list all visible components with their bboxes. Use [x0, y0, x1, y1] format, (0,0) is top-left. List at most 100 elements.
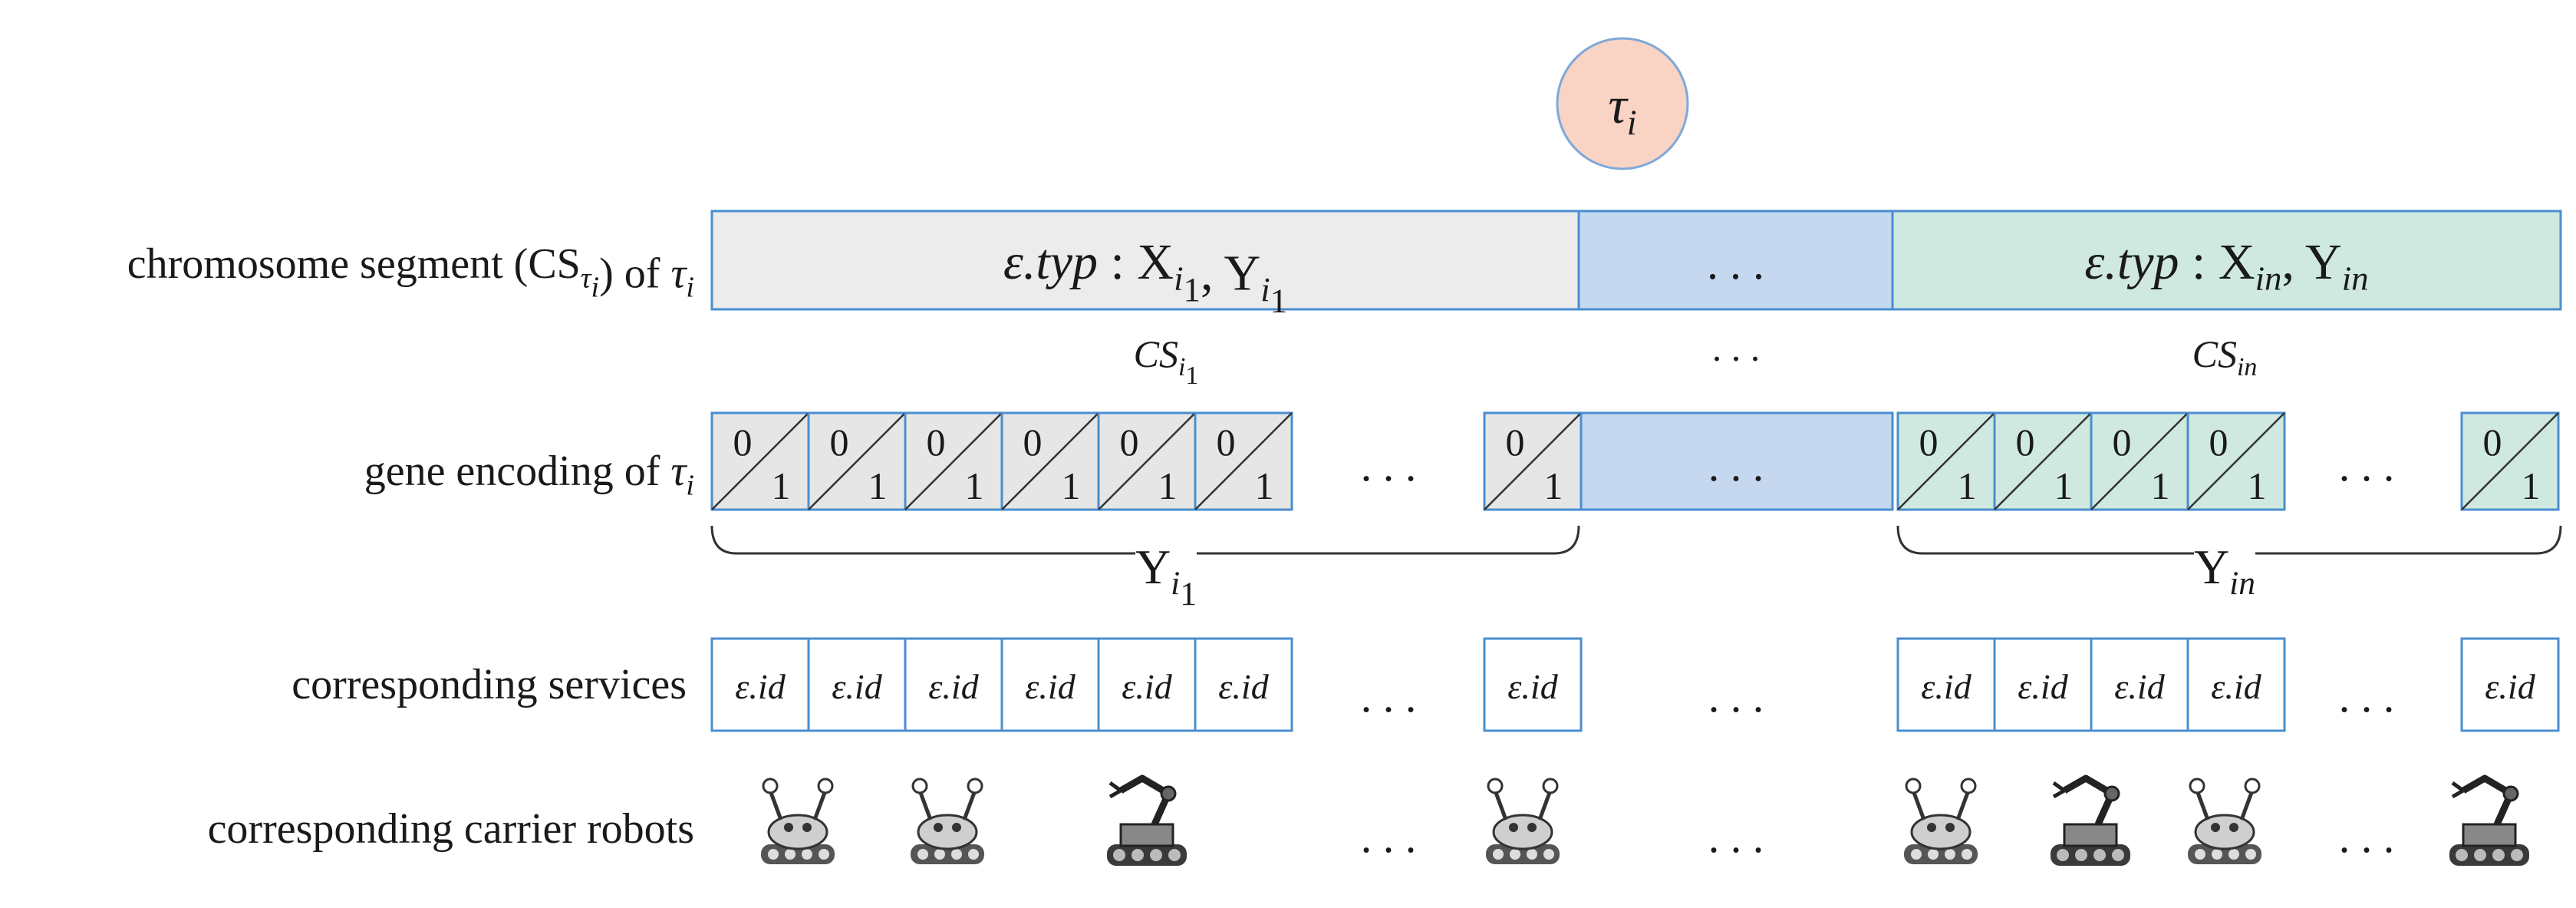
robot-eye	[2211, 823, 2220, 832]
robot-eye	[784, 823, 793, 832]
crab-robot-icon	[761, 778, 835, 864]
gene-bit-1: 1	[1255, 464, 1274, 507]
gene-cell: 01	[710, 411, 810, 511]
service-box	[1483, 637, 1583, 732]
robot-wheel	[2228, 849, 2239, 860]
robot-claw-left	[762, 778, 779, 794]
task-label: τi	[1608, 76, 1636, 143]
gene-cell-diagonal	[1001, 412, 1099, 510]
gene-cell: 01	[807, 411, 907, 511]
service-label: ε.id	[1218, 667, 1269, 706]
robot-wheel	[2492, 849, 2505, 861]
service-label: ε.id	[735, 667, 786, 706]
robot-arm-right	[1537, 790, 1553, 821]
robot-wheel	[934, 849, 945, 860]
task-circle	[1556, 37, 1689, 170]
gene-cell: 01	[1097, 411, 1197, 511]
gene-cell-diagonal	[1994, 412, 2092, 510]
gene-cell-diagonal	[1484, 412, 1582, 510]
gene-cell: 01	[1896, 411, 1996, 511]
robot-wheel	[968, 849, 979, 860]
brace-right	[1896, 525, 2562, 555]
segment-label-last: ε.typ : Xin, Yin	[2084, 234, 2368, 298]
robot-wheel	[2112, 849, 2124, 861]
robot-claw-right	[2244, 778, 2261, 794]
robot-wheel	[2245, 849, 2256, 860]
robot-wheel	[768, 849, 779, 860]
service-label: ε.id	[2114, 667, 2165, 706]
brace-left-label: Yi1	[1135, 540, 1197, 612]
cs-ellipsis-label: . . .	[1712, 326, 1761, 369]
robot-base	[2462, 823, 2517, 847]
gene-cell-diagonal	[2187, 412, 2285, 510]
crab-robot-icon	[1904, 778, 1978, 864]
robot-arm	[2461, 774, 2515, 826]
robot-arm-left	[917, 790, 933, 821]
gene-bit-0: 0	[733, 421, 753, 464]
robot-body	[917, 814, 978, 850]
robot-wheel	[2195, 849, 2205, 860]
robot-wheel	[1962, 849, 1972, 860]
robot-claw-right	[817, 778, 834, 794]
robot-eye	[802, 823, 812, 832]
gene-cell: 01	[904, 411, 1003, 511]
robot-track	[1107, 844, 1187, 866]
service-box	[2186, 637, 2286, 732]
gene-cell: 01	[1483, 411, 1583, 511]
gene-cell: 01	[2186, 411, 2286, 511]
robots-row-label: corresponding carrier robots	[208, 805, 694, 853]
robot-claw-left	[1487, 778, 1504, 794]
robot-arm-left	[1493, 790, 1508, 821]
segment-label-first: ε.typ : Xi1, Yi1	[1003, 234, 1287, 320]
robot-track	[2188, 844, 2261, 864]
gene-cell: 01	[2460, 411, 2560, 511]
crab-robot-icon	[2188, 778, 2261, 864]
robot-wheel	[1493, 849, 1504, 860]
services-row-label: corresponding services	[292, 661, 687, 708]
gene-bit-0: 0	[2209, 421, 2228, 464]
gene-bit-0: 0	[2016, 421, 2035, 464]
gene-cell-diagonal	[1194, 412, 1293, 510]
gene-bit-0: 0	[1120, 421, 1139, 464]
gene-middle-ellipsis: . . .	[1708, 441, 1764, 490]
service-box	[1993, 637, 2093, 732]
robot-joint	[2103, 785, 2120, 802]
gene-left-ellipsis: . . .	[1361, 441, 1417, 490]
robot-claw-left	[2189, 778, 2205, 794]
robot-gripper	[1108, 781, 1122, 799]
gene-bit-1: 1	[2248, 464, 2267, 507]
gene-cell-diagonal	[2461, 412, 2559, 510]
gene-bit-0: 0	[2483, 421, 2502, 464]
robot-eye	[1527, 823, 1537, 832]
robot-wheel	[2075, 849, 2087, 861]
gene-bit-1: 1	[2151, 464, 2170, 507]
robot-arm-left	[1911, 790, 1926, 821]
gene-bit-1: 1	[965, 464, 984, 507]
robot-gripper	[2451, 781, 2465, 799]
cs-in-label: CSin	[2192, 332, 2258, 381]
robot-track	[761, 844, 835, 864]
robot-track	[1904, 844, 1978, 864]
robot-base	[1119, 823, 1174, 847]
service-label: ε.id	[928, 667, 979, 706]
robot-arm-left	[768, 790, 783, 821]
gene-cell: 01	[1194, 411, 1293, 511]
robot-eye	[934, 823, 943, 832]
gene-cell: 01	[2090, 411, 2189, 511]
robot-wheel	[951, 849, 962, 860]
service-label: ε.id	[832, 667, 882, 706]
service-label: ε.id	[2018, 667, 2068, 706]
gene-right-ellipsis: . . .	[2339, 441, 2395, 490]
gene-cell: 01	[1000, 411, 1100, 511]
service-box	[1896, 637, 1996, 732]
robot-wheel	[2057, 849, 2069, 861]
gene-bit-0: 0	[1919, 421, 1939, 464]
gene-bit-1: 1	[1062, 464, 1081, 507]
robots-row: . . .. . .. . .	[761, 774, 2529, 866]
robot-track	[911, 844, 984, 864]
crab-robot-icon	[911, 778, 984, 864]
robot-eye	[1927, 823, 1936, 832]
